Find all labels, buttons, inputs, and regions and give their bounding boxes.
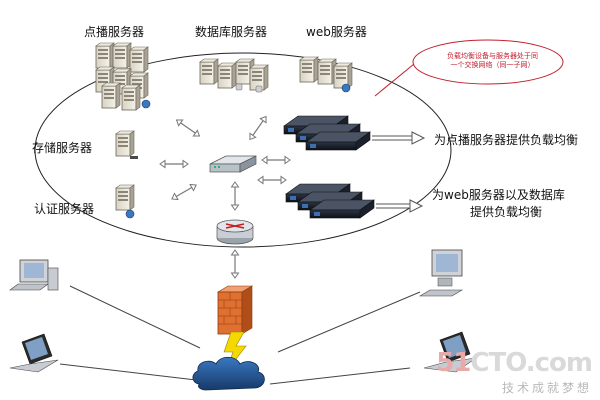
storage-server [115,130,138,159]
arrow-switch-router [230,181,240,211]
arrow-switch-storage [159,159,189,169]
watermark-brand: 51CTO.com [436,348,593,378]
link-desktop-right [277,291,421,353]
arrow-switch-lb-vod [261,155,291,165]
arrow-switch-web [246,113,270,143]
label-storage-server: 存储服务器 [32,141,93,155]
internet-cloud-icon [192,356,265,391]
core-switch [209,155,257,173]
label-lb-web-line2: 提供负载均衡 [470,205,543,219]
label-db-servers: 数据库服务器 [195,25,268,39]
arrow-router-firewall [230,249,240,279]
label-lb-vod: 为点播服务器提供负载均衡 [434,133,579,147]
load-balancer-web [285,183,375,219]
load-balancer-vod [283,115,371,151]
auth-server [115,184,135,219]
note-text: 负载均衡设备与服务器处于同 一个交换网络（同一子网） [420,52,565,70]
laptop-client-left [9,333,59,373]
arrow-lb-vod-label [372,131,426,145]
note-ellipse [412,39,564,85]
watermark-slogan: 技术成就梦想 [501,381,592,395]
link-laptop-left [59,363,197,381]
label-lb-web-line1: 为web服务器以及数据库 [432,188,565,202]
note-line-1: 负载均衡设备与服务器处于同 [447,52,538,60]
desktop-client-right [418,249,464,297]
label-web-servers: web服务器 [306,25,367,39]
watermark: 51CTO.com 技术成就梦想 [436,348,593,396]
watermark-brand-a: 51 [436,348,471,378]
watermark-brand-b: CTO.com [470,348,593,378]
arrow-switch-lb-web [257,175,287,185]
desktop-client-left [9,259,59,291]
arrow-switch-vod [173,116,203,140]
label-vod-servers: 点播服务器 [84,25,145,39]
vod-server-cluster [95,42,151,111]
label-auth-server: 认证服务器 [34,202,95,216]
web-server-cluster [299,56,353,93]
db-server-cluster [199,58,269,93]
firewall [216,285,254,335]
link-laptop-right [269,367,411,385]
router [216,219,254,245]
note-pointer [374,63,415,97]
note-line-2: 一个交换网络（同一子网） [450,61,535,69]
link-desktop-left [69,285,201,349]
laptop-client-right [423,331,477,373]
arrow-lb-web-label [376,199,424,213]
subnet-ellipse [34,52,452,248]
arrow-switch-auth [169,181,199,203]
